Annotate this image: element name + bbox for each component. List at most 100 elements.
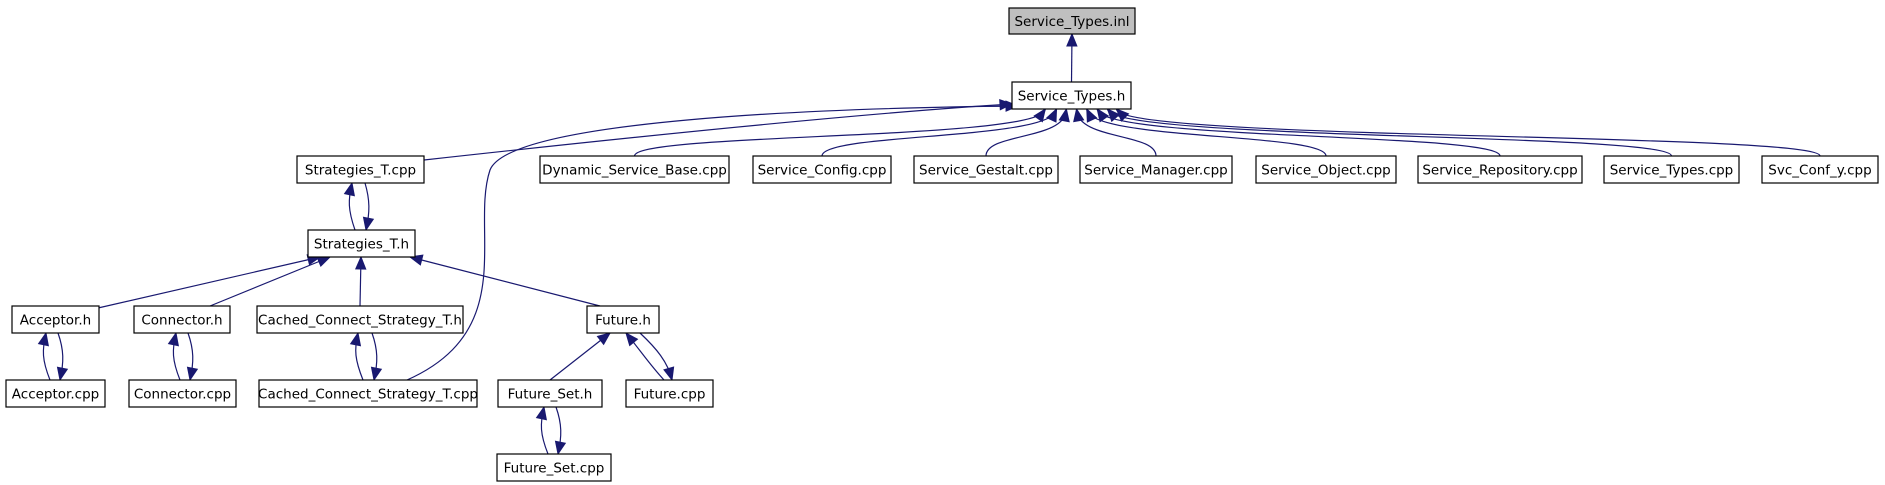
node-cached-connect-strategy-t-cpp[interactable]: Cached_Connect_Strategy_T.cpp <box>258 379 478 408</box>
node-box[interactable] <box>256 305 464 334</box>
node-strategies-t-cpp[interactable]: Strategies_T.cpp <box>296 155 425 184</box>
edge-arrowhead <box>349 331 362 347</box>
node-service-types-cpp[interactable]: Service_Types.cpp <box>1603 155 1740 184</box>
node-box[interactable] <box>11 305 100 334</box>
node-box[interactable] <box>913 155 1059 184</box>
node-label: Service_Manager.cpp <box>1084 163 1227 179</box>
edge-cached_connect_strategy_t_cpp-to-service_types_h <box>406 100 1020 381</box>
node-svc-conf-y-cpp[interactable]: Svc_Conf_y.cpp <box>1761 155 1879 184</box>
node-box[interactable] <box>1255 155 1397 184</box>
node-label: Dynamic_Service_Base.cpp <box>542 163 727 179</box>
node-box[interactable] <box>1761 155 1879 184</box>
edge-arrowhead <box>37 331 49 347</box>
node-service-object-cpp[interactable]: Service_Object.cpp <box>1255 155 1397 184</box>
edge-arrowhead <box>316 256 332 268</box>
node-service-repository-cpp[interactable]: Service_Repository.cpp <box>1417 155 1583 184</box>
node-acceptor-h[interactable]: Acceptor.h <box>11 305 100 334</box>
node-future-set-h[interactable]: Future_Set.h <box>497 379 603 408</box>
edge-line <box>406 105 1019 381</box>
edge-line <box>1096 108 1501 157</box>
node-label: Acceptor.cpp <box>12 387 99 403</box>
node-label: Service_Types.h <box>1018 89 1126 105</box>
edge-service_types_h-to-service_types_inl <box>1066 32 1078 83</box>
edge-arrowhead <box>1066 32 1078 47</box>
edge-line <box>1115 108 1821 157</box>
edge-acceptor_h-to-acceptor_cpp <box>56 332 69 382</box>
edge-arrowhead <box>1058 107 1070 123</box>
edge-arrowhead <box>362 216 375 232</box>
edge-service_config_cpp-to-service_types_h <box>821 107 1058 157</box>
edge-arrowhead <box>56 366 69 382</box>
edge-arrowhead <box>625 331 639 347</box>
edge-service_repository_cpp-to-service_types_h <box>1096 107 1501 157</box>
node-box[interactable] <box>296 155 425 184</box>
node-box[interactable] <box>258 379 478 408</box>
node-box[interactable] <box>539 155 730 184</box>
node-box[interactable] <box>497 379 603 408</box>
edge-future_set_cpp-to-future_set_h <box>535 405 549 455</box>
edge-arrowhead <box>1096 107 1110 123</box>
edge-arrowhead <box>554 440 567 456</box>
node-label: Future.h <box>595 313 651 329</box>
node-label: Future_Set.cpp <box>504 461 605 477</box>
node-cached-connect-strategy-t-h[interactable]: Cached_Connect_Strategy_T.h <box>256 305 464 334</box>
node-future-cpp[interactable]: Future.cpp <box>625 379 714 408</box>
edge-strategies_t_cpp-to-service_types_h <box>423 99 1014 161</box>
node-box[interactable] <box>1008 7 1136 35</box>
edge-line <box>97 256 321 309</box>
node-label: Acceptor.h <box>20 313 91 329</box>
edge-acceptor_h-to-strategies_t_h <box>97 254 322 309</box>
edge-future_h-to-strategies_t_h <box>408 254 601 307</box>
edge-line <box>1106 108 1673 157</box>
edge-line <box>209 256 331 307</box>
node-future-set-cpp[interactable]: Future_Set.cpp <box>496 453 612 482</box>
node-box[interactable] <box>128 379 237 408</box>
node-box[interactable] <box>625 379 714 408</box>
node-label: Svc_Conf_y.cpp <box>1768 163 1871 179</box>
node-box[interactable] <box>1011 81 1132 110</box>
edge-connector_h-to-connector_cpp <box>186 332 199 382</box>
edge-arrowhead <box>1046 107 1058 123</box>
node-service-gestalt-cpp[interactable]: Service_Gestalt.cpp <box>913 155 1059 184</box>
node-label: Strategies_T.cpp <box>305 163 416 179</box>
node-service-types-h[interactable]: Service_Types.h <box>1011 81 1132 110</box>
node-box[interactable] <box>1417 155 1583 184</box>
edge-arrowhead <box>370 366 383 382</box>
node-label: Service_Repository.cpp <box>1422 163 1577 179</box>
edge-arrowhead <box>1033 107 1047 123</box>
node-box[interactable] <box>1079 155 1233 184</box>
node-connector-h[interactable]: Connector.h <box>133 305 231 334</box>
edge-connector_h-to-strategies_t_h <box>209 256 332 307</box>
node-box[interactable] <box>496 453 612 482</box>
edge-arrowhead <box>354 255 367 270</box>
edge-service_gestalt_cpp-to-service_types_h <box>985 107 1070 157</box>
node-dynamic-service-base-cpp[interactable]: Dynamic_Service_Base.cpp <box>539 155 730 184</box>
node-box[interactable] <box>5 379 106 408</box>
node-connector-cpp[interactable]: Connector.cpp <box>128 379 237 408</box>
edge-dynamic_service_base_cpp-to-service_types_h <box>633 107 1047 157</box>
edge-arrowhead <box>596 332 612 346</box>
node-acceptor-cpp[interactable]: Acceptor.cpp <box>5 379 106 408</box>
node-label: Future.cpp <box>634 387 706 403</box>
node-box[interactable] <box>586 305 660 334</box>
node-strategies-t-h[interactable]: Strategies_T.h <box>307 229 416 258</box>
edge-line <box>1086 108 1327 157</box>
node-box[interactable] <box>752 155 892 184</box>
node-box[interactable] <box>307 229 416 258</box>
nodes-layer: Service_Types.inlService_Types.hStrategi… <box>5 7 1879 482</box>
node-box[interactable] <box>1603 155 1740 184</box>
node-label: Connector.h <box>141 313 222 329</box>
node-service-manager-cpp[interactable]: Service_Manager.cpp <box>1079 155 1233 184</box>
node-box[interactable] <box>133 305 231 334</box>
edge-arrowhead <box>663 366 675 382</box>
node-future-h[interactable]: Future.h <box>586 305 660 334</box>
edge-line <box>549 332 611 381</box>
node-service-types-inl[interactable]: Service_Types.inl <box>1008 7 1136 35</box>
edge-arrowhead <box>1086 107 1098 123</box>
edge-arrowhead <box>343 181 355 197</box>
edge-service_object_cpp-to-service_types_h <box>1086 107 1327 157</box>
node-service-config-cpp[interactable]: Service_Config.cpp <box>752 155 892 184</box>
edge-future_set_h-to-future_set_cpp <box>554 406 567 456</box>
edge-connector_cpp-to-connector_h <box>167 331 181 381</box>
